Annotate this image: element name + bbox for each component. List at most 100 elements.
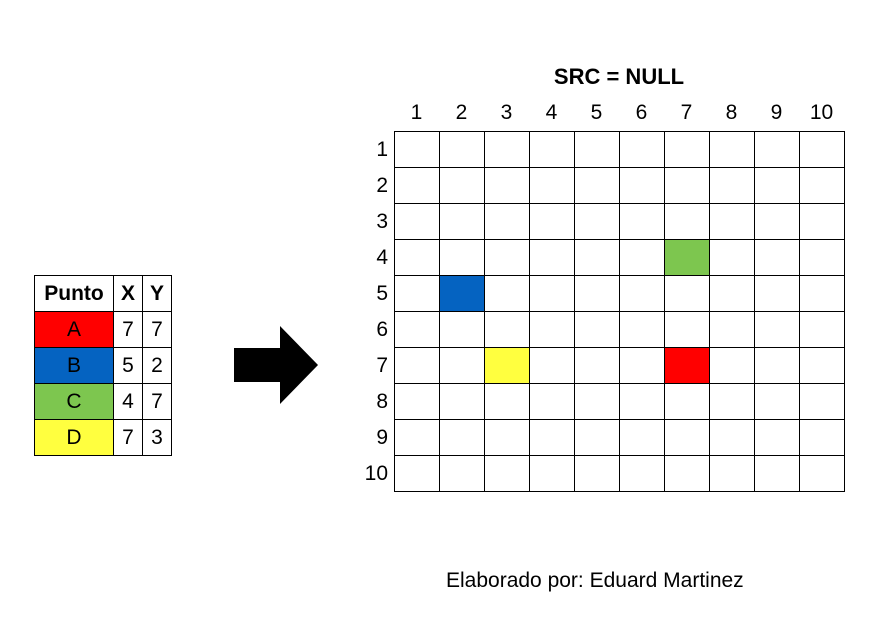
grid-cell	[620, 204, 665, 240]
point-name-cell: D	[34, 419, 114, 456]
grid-cell	[620, 312, 665, 348]
grid-cell	[800, 168, 845, 204]
point-y-cell: 3	[142, 419, 172, 456]
grid-cell	[710, 204, 755, 240]
grid-cell	[800, 420, 845, 456]
grid-cell	[575, 204, 620, 240]
grid-cell	[485, 240, 530, 276]
column-label: 9	[770, 101, 783, 124]
grid-cell	[485, 276, 530, 312]
grid-cell	[620, 168, 665, 204]
grid-cell	[620, 132, 665, 168]
grid-cell	[620, 384, 665, 420]
row-label: 8	[376, 390, 388, 413]
grid-cell	[800, 348, 845, 384]
grid-cell	[395, 168, 440, 204]
grid-cell	[575, 456, 620, 492]
grid-cell	[530, 312, 575, 348]
header-punto: Punto	[34, 275, 114, 312]
grid-cell	[755, 240, 800, 276]
point-x-cell: 7	[113, 311, 143, 348]
grid-cell	[800, 132, 845, 168]
grid-cell	[440, 132, 485, 168]
grid-cell	[710, 456, 755, 492]
header-y: Y	[142, 275, 172, 312]
point-x-cell: 5	[113, 347, 143, 384]
grid-cell	[710, 420, 755, 456]
grid-cell	[485, 312, 530, 348]
grid-title: SRC = NULL	[553, 64, 685, 89]
grid-cell	[665, 312, 710, 348]
grid-cell	[710, 348, 755, 384]
grid-cell	[395, 132, 440, 168]
grid-cell	[395, 312, 440, 348]
grid-cell	[530, 204, 575, 240]
filled-grid-cell	[665, 240, 710, 276]
grid-cell	[755, 276, 800, 312]
grid-cell	[620, 420, 665, 456]
grid-cell	[530, 384, 575, 420]
grid-cell	[575, 312, 620, 348]
row-label: 5	[376, 282, 388, 305]
grid-cell	[800, 204, 845, 240]
grid-cell	[485, 456, 530, 492]
grid-cell	[710, 168, 755, 204]
grid-cell	[800, 312, 845, 348]
grid-cell	[440, 168, 485, 204]
grid-cell	[440, 456, 485, 492]
row-label: 1	[376, 138, 388, 161]
grid-cell	[710, 276, 755, 312]
grid-cell	[485, 168, 530, 204]
grid-cell	[755, 132, 800, 168]
point-y-cell: 7	[142, 311, 172, 348]
grid-cell	[620, 276, 665, 312]
grid-cell	[485, 132, 530, 168]
grid-cell	[665, 168, 710, 204]
grid-cell	[575, 168, 620, 204]
grid-cell	[755, 168, 800, 204]
grid-cell	[440, 384, 485, 420]
grid-cell	[395, 240, 440, 276]
grid-cell	[530, 276, 575, 312]
grid-cell	[575, 420, 620, 456]
row-label: 10	[364, 462, 388, 485]
grid-cell	[665, 204, 710, 240]
row-label: 9	[376, 426, 388, 449]
point-x-cell: 4	[113, 383, 143, 420]
grid-cell	[800, 276, 845, 312]
right-arrow-icon	[234, 326, 318, 404]
grid-cell	[620, 240, 665, 276]
grid-cell	[710, 312, 755, 348]
point-name-cell: B	[34, 347, 114, 384]
grid-cell	[800, 384, 845, 420]
filled-grid-cell	[485, 348, 530, 384]
grid-cell	[440, 240, 485, 276]
grid-cell	[440, 312, 485, 348]
point-y-cell: 7	[142, 383, 172, 420]
grid-cell	[395, 204, 440, 240]
grid-cell	[530, 420, 575, 456]
grid-cell	[485, 384, 530, 420]
grid-cell	[710, 132, 755, 168]
grid-cell	[530, 240, 575, 276]
grid-cell	[665, 384, 710, 420]
column-label: 1	[410, 101, 423, 124]
column-label: 7	[680, 101, 693, 124]
grid-cell	[440, 348, 485, 384]
column-label: 5	[590, 101, 603, 124]
grid-cell	[395, 276, 440, 312]
grid-cell	[530, 132, 575, 168]
grid-cell	[575, 276, 620, 312]
grid-cell	[665, 456, 710, 492]
column-label: 2	[455, 101, 468, 124]
point-name-cell: A	[34, 311, 114, 348]
points-table-header: Punto X Y	[34, 275, 172, 312]
filled-grid-cell	[440, 276, 485, 312]
grid-cell	[665, 132, 710, 168]
grid-cell	[530, 168, 575, 204]
